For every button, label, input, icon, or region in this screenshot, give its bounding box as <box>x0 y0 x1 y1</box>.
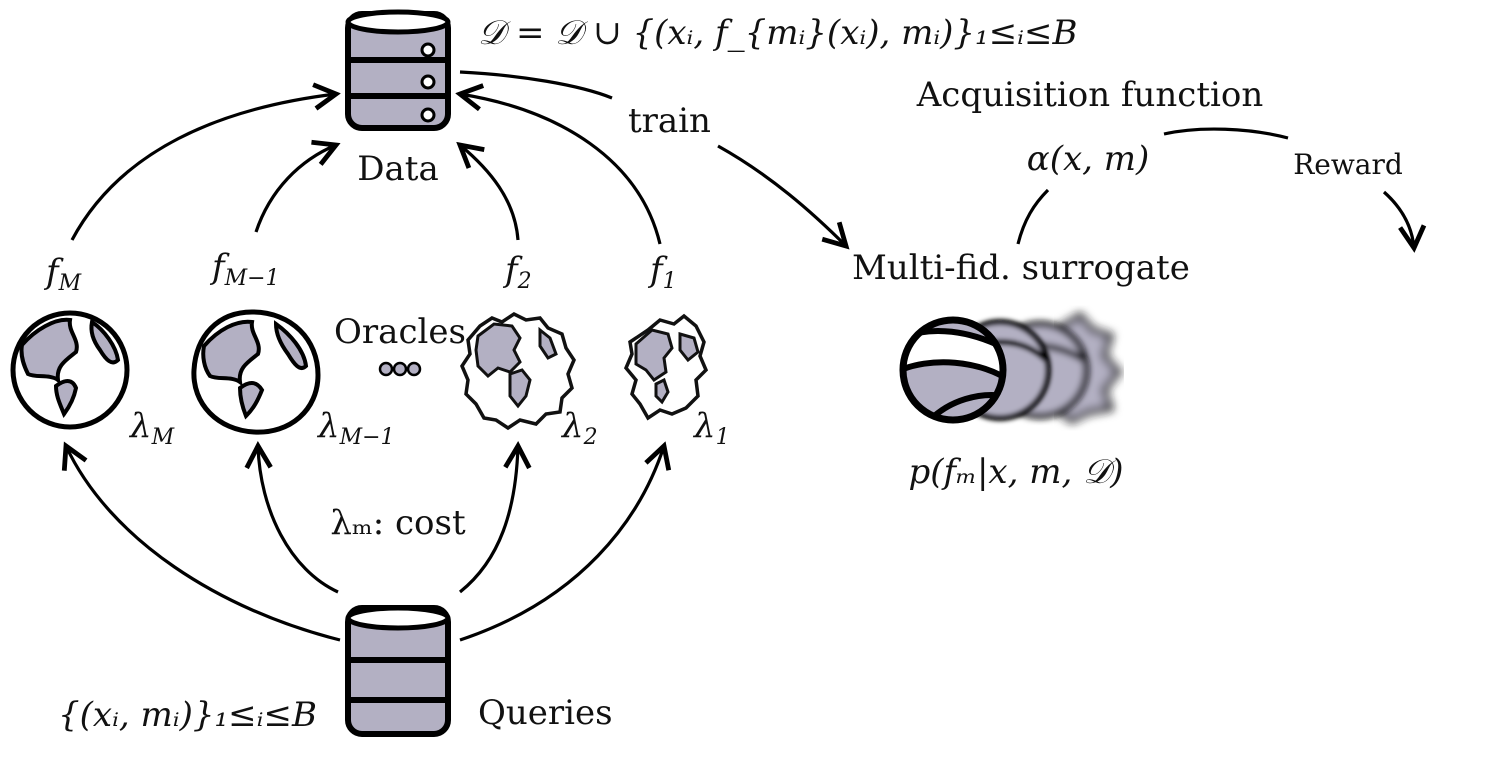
cost-label: λₘ: cost <box>330 503 466 543</box>
train-label: train <box>628 101 711 141</box>
acquisition-alpha: α(x, m) <box>1027 139 1150 179</box>
acquisition-function-label: Acquisition function <box>916 75 1264 115</box>
data-database-icon <box>345 9 451 131</box>
queries-set: {(xᵢ, mᵢ)}₁≤ᵢ≤B <box>58 695 317 735</box>
arrow-train-to-surrogate <box>717 144 846 246</box>
arrow-f2-to-data <box>460 145 520 241</box>
arrow-queries-to-globe-m1 <box>258 446 339 594</box>
oracles-label: Oracles <box>334 312 466 352</box>
lambda-label-m: λM <box>128 406 175 450</box>
data-label: Data <box>357 149 438 189</box>
arrow-fm1-to-data <box>254 145 336 233</box>
arrow-reward-down <box>1382 190 1414 248</box>
posterior-label: p(fₘ|x, m, 𝒟) <box>909 452 1124 492</box>
queries-database-icon <box>345 605 451 737</box>
ellipsis-dots-icon <box>378 361 422 377</box>
globe-icon-m <box>10 310 130 430</box>
arrow-surrogate-to-acquisition <box>1016 188 1050 245</box>
lambda-label-1: λ1 <box>692 406 730 450</box>
arrow-queries-to-globe-1 <box>459 446 664 642</box>
globe-icon-2 <box>460 311 576 431</box>
f-label-m-minus-1: fM−1 <box>209 247 280 291</box>
arrow-fm-to-data <box>70 94 336 241</box>
lambda-label-m-minus-1: λM−1 <box>316 406 395 450</box>
globe-icon-1 <box>623 313 709 421</box>
arrow-f1-to-data <box>460 94 662 245</box>
blurred-globe-icon <box>899 312 1122 424</box>
f-label-m: fM <box>43 252 82 296</box>
reward-label: Reward <box>1293 148 1403 181</box>
arrow-queries-to-globe-2 <box>458 446 518 594</box>
arrow-queries-to-globe-m <box>66 446 341 642</box>
arrow-acquisition-to-reward <box>1163 127 1289 140</box>
surrogate-label: Multi-fid. surrogate <box>852 248 1190 288</box>
data-update-equation: 𝒟 = 𝒟 ∪ {(xᵢ, f_{mᵢ}(xᵢ), mᵢ)}₁≤ᵢ≤B <box>478 13 1078 53</box>
f-label-1: f1 <box>647 250 677 294</box>
globe-icon-m-minus-1 <box>191 309 321 435</box>
f-label-2: f2 <box>502 250 532 294</box>
queries-label: Queries <box>478 693 613 733</box>
lambda-label-2: λ2 <box>560 406 598 450</box>
arrow-data-to-train <box>459 70 613 100</box>
